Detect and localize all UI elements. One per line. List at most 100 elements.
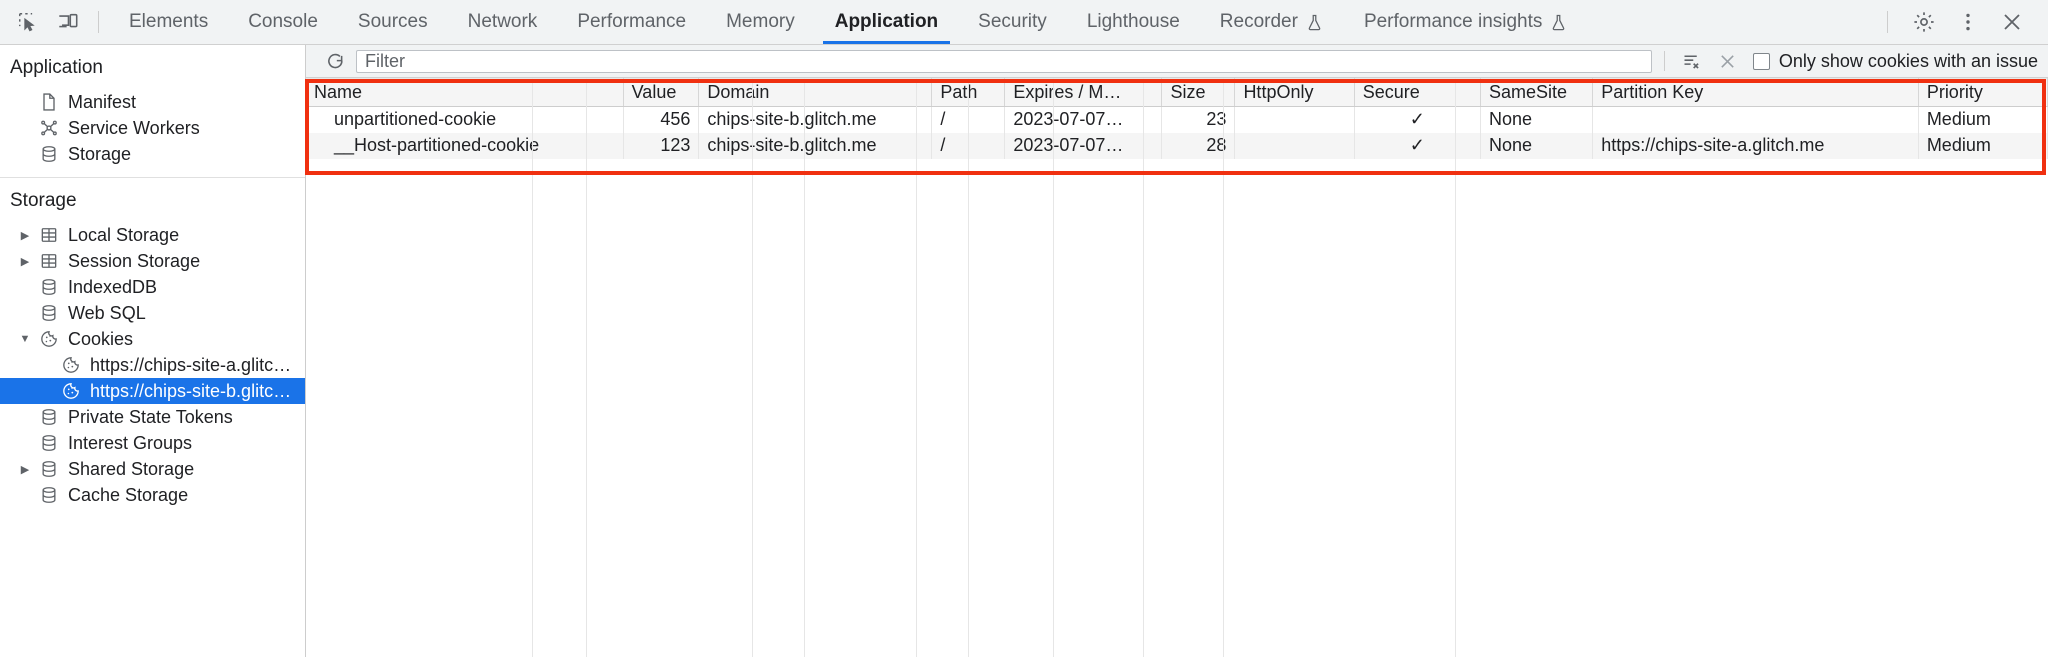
column-divider <box>586 78 587 657</box>
column-header-value[interactable]: Value <box>623 78 700 107</box>
chevron-down-icon[interactable]: ▼ <box>19 333 31 345</box>
column-header-name[interactable]: Name <box>306 78 624 107</box>
tab-label: Memory <box>726 11 795 32</box>
cell-samesite[interactable]: None <box>1480 132 1594 159</box>
settings-gear-icon[interactable] <box>1902 4 1946 40</box>
inspect-element-icon[interactable] <box>8 4 48 40</box>
tab-performance-insights[interactable]: Performance insights <box>1344 0 1588 44</box>
cell-httponly[interactable] <box>1234 106 1355 133</box>
sidebar-item-private-state-tokens[interactable]: Private State Tokens <box>0 404 305 430</box>
sidebar-item-cookies[interactable]: ▼Cookies <box>0 326 305 352</box>
column-header-expires[interactable]: Expires / M… <box>1004 78 1163 107</box>
cell-path[interactable]: / <box>931 106 1006 133</box>
cell-domain[interactable]: chips-site-b.glitch.me <box>698 106 933 133</box>
database-icon <box>36 459 62 479</box>
tab-sources[interactable]: Sources <box>338 0 448 44</box>
cell-path[interactable]: / <box>931 132 1006 159</box>
refresh-icon[interactable] <box>320 48 350 74</box>
tab-application[interactable]: Application <box>815 0 958 44</box>
chevron-right-icon[interactable]: ▶ <box>20 229 30 242</box>
experimental-flask-icon <box>1549 13 1568 32</box>
table-column-grid <box>306 78 2048 657</box>
tab-label: Application <box>834 11 939 32</box>
cell-value[interactable]: 456 <box>623 106 700 133</box>
sidebar-item-https-chips-site-a-glitch-me[interactable]: https://chips-site-a.glitch.me <box>0 352 305 378</box>
table-icon <box>36 225 62 245</box>
tab-console[interactable]: Console <box>228 0 338 44</box>
database-icon <box>36 303 62 323</box>
sidebar-item-manifest[interactable]: Manifest <box>0 89 305 115</box>
column-header-partitionkey[interactable]: Partition Key <box>1592 78 1919 107</box>
cookie-icon <box>58 355 84 375</box>
cell-value[interactable]: 123 <box>623 132 700 159</box>
clear-all-cookies-icon[interactable] <box>1713 48 1743 74</box>
tab-lighthouse[interactable]: Lighthouse <box>1067 0 1200 44</box>
column-divider <box>752 78 753 657</box>
column-header-domain[interactable]: Domain <box>698 78 933 107</box>
column-header-secure[interactable]: Secure <box>1354 78 1482 107</box>
column-divider <box>1455 78 1456 657</box>
cell-secure[interactable]: ✓ <box>1354 132 1482 159</box>
cell-size[interactable]: 28 <box>1161 132 1236 159</box>
sidebar-item-storage[interactable]: Storage <box>0 141 305 167</box>
document-icon <box>36 92 62 112</box>
column-header-size[interactable]: Size <box>1161 78 1236 107</box>
column-header-samesite[interactable]: SameSite <box>1480 78 1594 107</box>
tab-recorder[interactable]: Recorder <box>1200 0 1344 44</box>
sidebar-item-label: Private State Tokens <box>68 406 233 427</box>
sidebar-item-local-storage[interactable]: ▶Local Storage <box>0 222 305 248</box>
device-toolbar-icon[interactable] <box>48 4 88 40</box>
sidebar-item-cache-storage[interactable]: Cache Storage <box>0 482 305 508</box>
sidebar-item-shared-storage[interactable]: ▶Shared Storage <box>0 456 305 482</box>
sidebar-item-session-storage[interactable]: ▶Session Storage <box>0 248 305 274</box>
column-header-priority[interactable]: Priority <box>1918 78 2048 107</box>
tab-memory[interactable]: Memory <box>706 0 815 44</box>
column-divider <box>804 78 805 657</box>
chevron-right-icon[interactable]: ▶ <box>20 255 30 268</box>
cell-priority[interactable]: Medium <box>1918 106 2048 133</box>
cell-expires[interactable]: 2023-07-07… <box>1004 132 1163 159</box>
filter-input[interactable] <box>356 49 1652 73</box>
cell-size[interactable]: 23 <box>1161 106 1236 133</box>
column-header-httponly[interactable]: HttpOnly <box>1234 78 1355 107</box>
clear-filtered-cookies-icon[interactable] <box>1677 48 1707 74</box>
cell-domain[interactable]: chips-site-b.glitch.me <box>698 132 933 159</box>
only-show-issues-checkbox-row[interactable]: Only show cookies with an issue <box>1752 51 2038 72</box>
more-options-icon[interactable] <box>1946 4 1990 40</box>
column-header-path[interactable]: Path <box>931 78 1006 107</box>
tab-network[interactable]: Network <box>448 0 558 44</box>
cell-partitionkey[interactable] <box>1592 106 1919 133</box>
database-icon <box>36 277 62 297</box>
sidebar-item-web-sql[interactable]: Web SQL <box>0 300 305 326</box>
cell-expires[interactable]: 2023-07-07… <box>1004 106 1163 133</box>
sidebar-item-interest-groups[interactable]: Interest Groups <box>0 430 305 456</box>
sidebar-item-service-workers[interactable]: Service Workers <box>0 115 305 141</box>
tab-label: Performance insights <box>1363 11 1543 32</box>
experimental-flask-icon <box>1305 13 1324 32</box>
sidebar-section-title: Storage <box>10 190 77 211</box>
sidebar-item-label: Manifest <box>68 91 137 112</box>
cell-partitionkey[interactable]: https://chips-site-a.glitch.me <box>1592 132 1919 159</box>
cell-name[interactable]: unpartitioned-cookie <box>306 106 624 133</box>
cell-name[interactable]: __Host-partitioned-cookie <box>306 132 624 159</box>
sidebar-item-label: Interest Groups <box>68 432 193 453</box>
sidebar-item-https-chips-site-b-glitch-me[interactable]: https://chips-site-b.glitch.me <box>0 378 305 404</box>
only-show-issues-checkbox[interactable] <box>1752 52 1770 70</box>
cell-priority[interactable]: Medium <box>1918 132 2048 159</box>
sidebar-item-indexeddb[interactable]: IndexedDB <box>0 274 305 300</box>
cell-secure[interactable]: ✓ <box>1354 106 1482 133</box>
cell-samesite[interactable]: None <box>1480 106 1594 133</box>
chevron-right-icon[interactable]: ▶ <box>20 463 30 476</box>
close-devtools-icon[interactable] <box>1990 4 2034 40</box>
tab-performance[interactable]: Performance <box>557 0 706 44</box>
sidebar-item-label: Storage <box>68 143 132 164</box>
cell-httponly[interactable] <box>1234 132 1355 159</box>
tab-elements[interactable]: Elements <box>109 0 228 44</box>
tab-label: Console <box>248 11 318 32</box>
tab-security[interactable]: Security <box>958 0 1067 44</box>
